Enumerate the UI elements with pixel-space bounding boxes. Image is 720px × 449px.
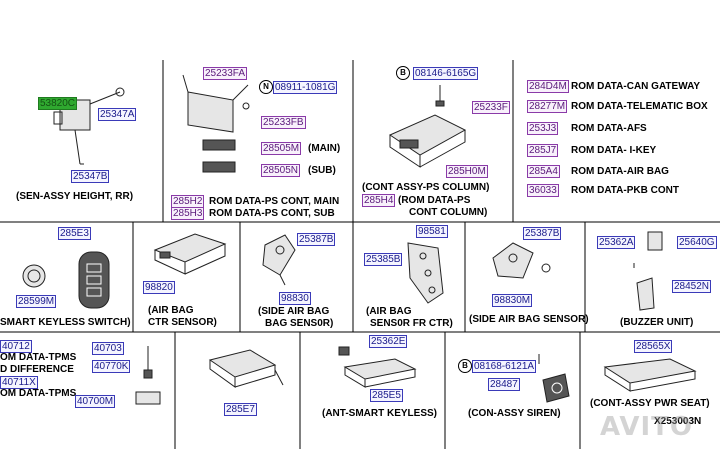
part-label: 25362E — [369, 335, 408, 348]
height-sensor-illustration — [50, 82, 125, 172]
drawing-number: X253003N — [654, 416, 702, 427]
rom-text: ROM DATA-PS CONT, MAIN — [209, 196, 340, 207]
part-label: 28505N — [261, 164, 301, 177]
caption: SMART KEYLESS SWITCH) — [0, 317, 131, 328]
part-label: 25233F — [472, 101, 510, 114]
part-label: 25347A — [98, 108, 137, 121]
part-label: 08911-1081G — [273, 81, 338, 94]
part-label: 25387B — [523, 227, 562, 240]
part-label: 40700M — [75, 395, 116, 408]
part-label: 98820 — [143, 281, 175, 294]
circled-symbol: N — [259, 80, 273, 94]
part-note: (SUB) — [308, 165, 336, 176]
antenna-illustration — [335, 345, 420, 395]
part-label: 285E5 — [370, 389, 403, 402]
part-label: 25385B — [364, 253, 403, 266]
rom-code: 285J7 — [527, 144, 559, 157]
rom-text: ROM DATA-AFS — [571, 123, 647, 134]
caption: (BUZZER UNIT) — [620, 317, 694, 328]
caption: (CONT-ASSY PWR SEAT) — [590, 398, 710, 409]
part-label: 98830M — [492, 294, 533, 307]
rom-text: ROM DATA-AIR BAG — [571, 166, 669, 177]
part-label: 25233FB — [261, 116, 306, 129]
part-label: 08168-6121A — [472, 360, 537, 373]
part-label: 285E3 — [58, 227, 91, 240]
part-label: 25362A — [597, 236, 636, 249]
caption: (SIDE AIR BAG — [258, 306, 330, 317]
circled-symbol: B — [458, 359, 472, 373]
caption: (AIR BAG — [366, 306, 412, 317]
part-label: 28599M — [16, 295, 57, 308]
part-label: 25640G — [677, 236, 717, 249]
rom-text: OM DATA-TPMS — [0, 388, 77, 399]
rom-text: D DIFFERENCE — [0, 364, 74, 375]
caption: (CONT ASSY-PS COLUMN) — [362, 182, 490, 193]
smart-key-fob-illustration — [75, 248, 115, 313]
airbag-ctr-sensor-illustration — [150, 230, 228, 278]
part-label: 25347B — [71, 170, 110, 183]
caption: (SEN-ASSY HEIGHT, RR) — [16, 191, 134, 202]
part-label: 285E7 — [224, 403, 257, 416]
caption: SENS0R FR CTR) — [370, 318, 453, 329]
side-airbag-sensor-illustration — [255, 230, 315, 290]
part-label: 28565X — [634, 340, 673, 353]
rom-text: OM DATA-TPMS — [0, 352, 77, 363]
rom-text: ROM DATA- I-KEY — [571, 145, 657, 156]
rom-code: 284D4M — [527, 80, 569, 93]
caption: BAG SENS0R) — [265, 318, 334, 329]
caption: (AIR BAG — [148, 305, 194, 316]
rom-text: (ROM DATA-PS — [398, 195, 471, 206]
ps-column-control-illustration — [380, 85, 470, 180]
part-label: 28487 — [488, 378, 520, 391]
part-label: 40712 — [0, 340, 32, 353]
part-label: 40770K — [92, 360, 131, 373]
siren-illustration — [525, 352, 575, 407]
part-label: 98830 — [279, 292, 311, 305]
buzzer-unit-illustration — [622, 228, 672, 313]
tpms-valve-illustration — [130, 342, 168, 414]
part-label: 40703 — [92, 342, 124, 355]
watermark: AVITO — [600, 412, 693, 442]
rom-text: ROM DATA-CAN GATEWAY — [571, 81, 701, 92]
power-seat-control-illustration — [600, 355, 700, 395]
part-label: 53820C — [38, 97, 78, 110]
part-label: 40711X — [0, 376, 38, 389]
part-note: (MAIN) — [308, 143, 341, 154]
circled-symbol: B — [396, 66, 410, 80]
caption: (SIDE AIR BAG SENSOR) — [469, 314, 589, 325]
part-label: 28505M — [261, 142, 302, 155]
part-label: 25233FA — [203, 67, 248, 80]
caption: CTR SENSOR) — [148, 317, 217, 328]
part-label: 98581 — [416, 225, 448, 238]
rom-code: 285H3 — [171, 207, 205, 220]
rom-text: ROM DATA-PKB CONT — [571, 185, 679, 196]
part-label: 285H0M — [446, 165, 488, 178]
caption: (CON-ASSY SIREN) — [468, 408, 561, 419]
rom-text: ROM DATA-PS CONT, SUB — [209, 208, 335, 219]
rom-text: CONT COLUMN) — [409, 207, 488, 218]
rom-text: ROM DATA-TELEMATIC BOX — [571, 101, 708, 112]
rom-code: 36033 — [527, 184, 559, 197]
rom-code: 285H4 — [362, 194, 396, 207]
rom-code: 28277M — [527, 100, 568, 113]
part-label: 25387B — [297, 233, 336, 246]
switch-ring-illustration — [20, 262, 48, 290]
rom-code: 285A4 — [527, 165, 560, 178]
caption: (ANT-SMART KEYLESS) — [322, 408, 437, 419]
airbag-front-sensor-illustration — [398, 238, 450, 308]
part-label: 28452N — [672, 280, 712, 293]
ps-control-illustration — [178, 70, 258, 180]
smart-keyless-antenna-illustration — [205, 345, 285, 395]
part-label: 08146-6165G — [413, 67, 479, 80]
side-airbag-sensor-illustration — [488, 238, 558, 288]
rom-code: 253J3 — [527, 122, 559, 135]
